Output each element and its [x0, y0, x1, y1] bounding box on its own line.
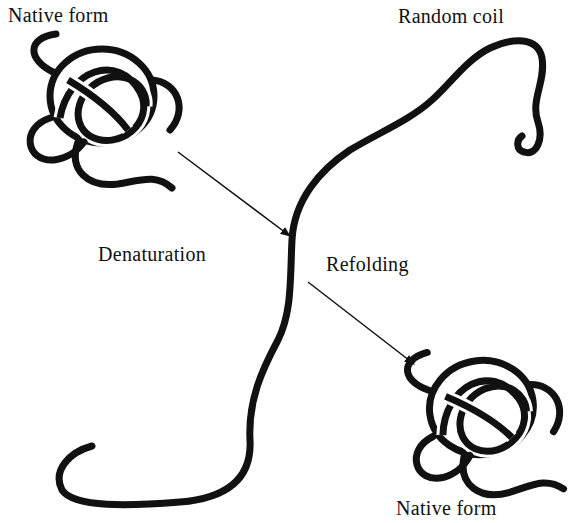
- text-label: Native form: [396, 497, 497, 519]
- text-label: Native form: [8, 4, 109, 26]
- text-label: Random coil: [398, 5, 504, 27]
- text-label: Refolding: [326, 253, 409, 275]
- text-label: Denaturation: [98, 243, 206, 265]
